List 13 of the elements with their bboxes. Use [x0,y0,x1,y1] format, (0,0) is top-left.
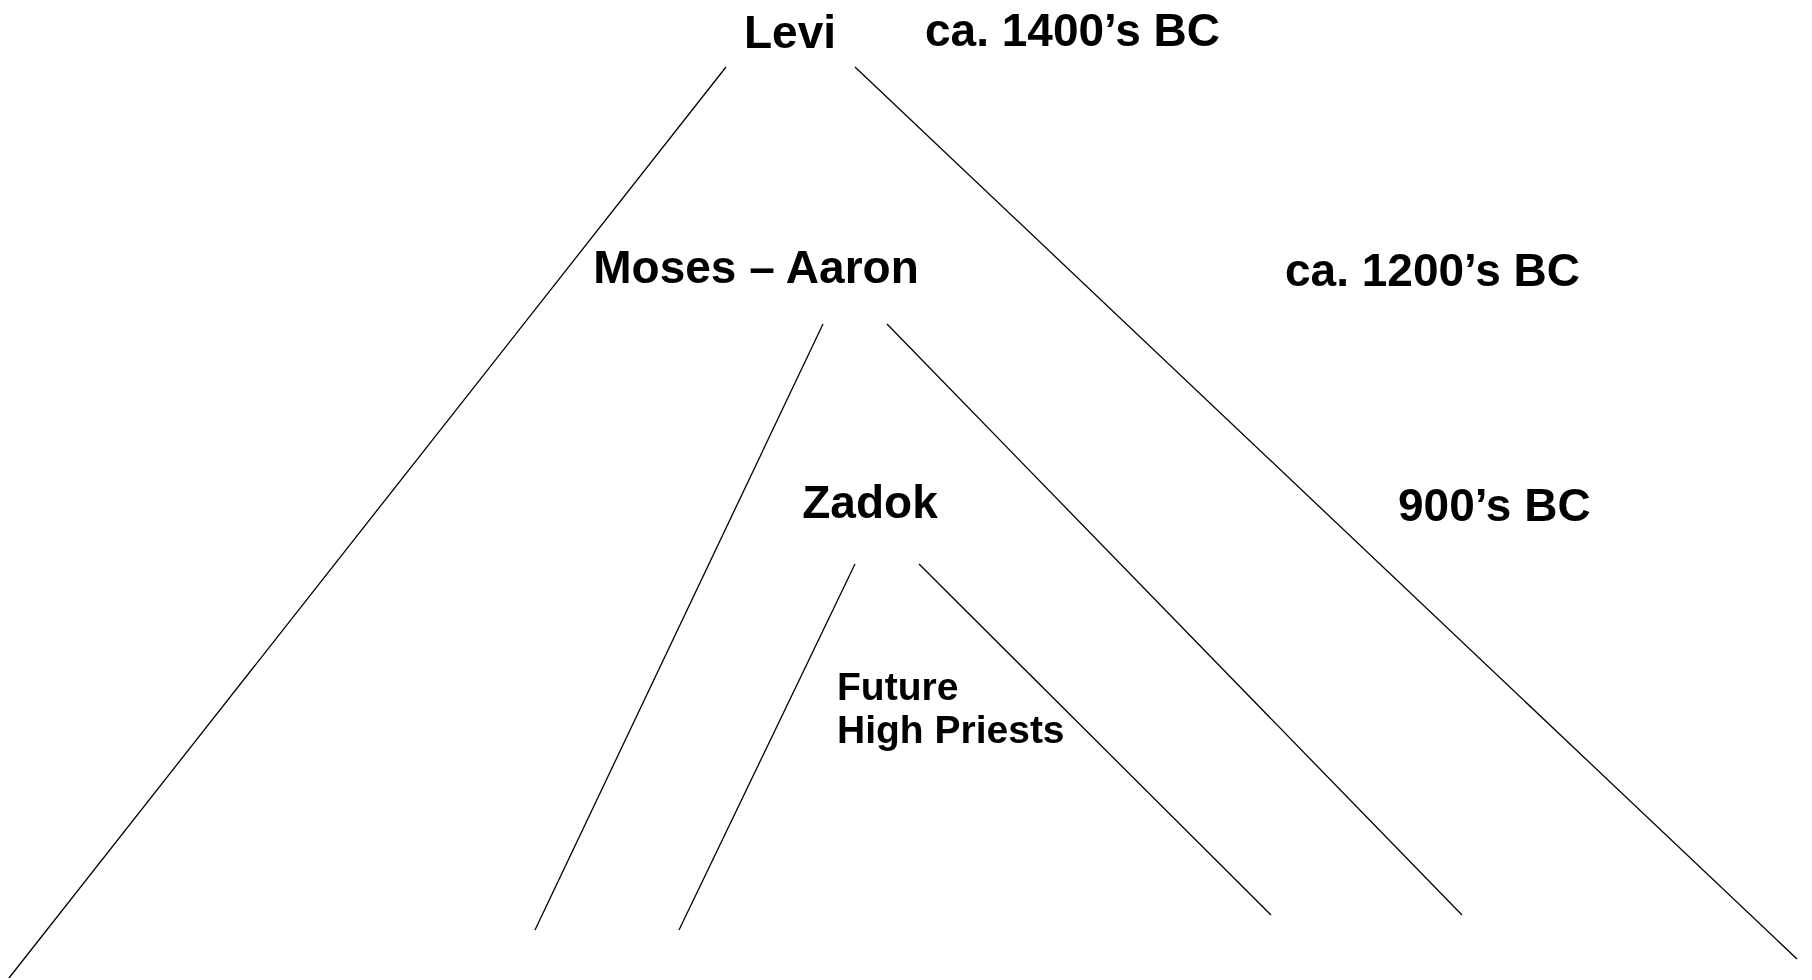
date-label: 900’s BC [1398,480,1591,531]
name-text: Moses – Aaron [593,242,919,293]
date-label: ca. 1200’s BC [1285,245,1580,296]
name-text: Levi [743,7,836,58]
branch-line [678,563,856,931]
name-text: Zadok [802,477,938,528]
branch-line [886,323,1463,916]
branch-line [918,563,1272,916]
branch-line [8,66,727,979]
branch-line [534,323,824,931]
date-label: ca. 1400’s BC [925,5,1220,56]
branch-line [854,66,1798,960]
name-text: Future High Priests [837,666,1065,752]
